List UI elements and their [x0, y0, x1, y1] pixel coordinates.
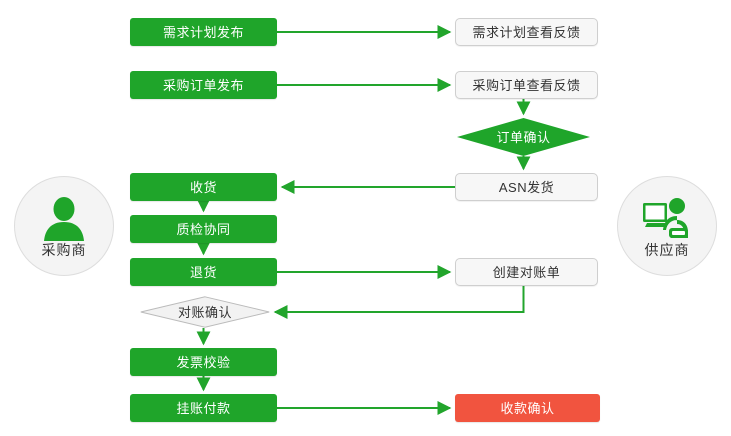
node-receipt-confirm[interactable]: 收款确认 — [455, 394, 600, 422]
node-order-confirm[interactable]: 订单确认 — [457, 118, 590, 156]
actor-buyer-label: 采购商 — [41, 241, 87, 258]
node-invoice-verify[interactable]: 发票校验 — [130, 348, 277, 376]
node-statement-confirm[interactable]: 对账确认 — [140, 296, 270, 328]
node-label: 对账确认 — [177, 304, 232, 320]
node-receive-goods[interactable]: 收货 — [130, 173, 277, 201]
node-label: 订单确认 — [496, 129, 551, 145]
node-payable-payment[interactable]: 挂账付款 — [130, 394, 277, 422]
person-icon — [44, 196, 84, 241]
diamond-shape-green — [457, 118, 590, 156]
node-asn-shipment[interactable]: ASN发货 — [455, 173, 598, 201]
node-label: 收款确认 — [500, 400, 555, 416]
node-label: 需求计划发布 — [162, 24, 244, 40]
node-label: 退货 — [189, 264, 217, 280]
node-label: 创建对账单 — [492, 264, 561, 280]
node-po-publish[interactable]: 采购订单发布 — [130, 71, 277, 99]
actor-supplier[interactable]: 供应商 — [617, 176, 717, 276]
node-quality-collaboration[interactable]: 质检协同 — [130, 215, 277, 243]
node-return-goods[interactable]: 退货 — [130, 258, 277, 286]
node-label: 采购订单发布 — [162, 77, 244, 93]
node-label: 需求计划查看反馈 — [472, 24, 581, 40]
node-label: 挂账付款 — [176, 400, 231, 416]
node-label: 质检协同 — [176, 221, 231, 237]
node-po-feedback[interactable]: 采购订单查看反馈 — [455, 71, 598, 99]
actor-buyer[interactable]: 采购商 — [14, 176, 114, 276]
node-label: 采购订单查看反馈 — [472, 77, 581, 93]
node-demand-plan-publish[interactable]: 需求计划发布 — [130, 18, 277, 46]
actor-supplier-label: 供应商 — [644, 241, 690, 258]
person-at-computer-icon — [643, 197, 688, 238]
node-label: ASN发货 — [498, 179, 555, 195]
node-create-statement[interactable]: 创建对账单 — [455, 258, 598, 286]
edge-statement-check — [273, 286, 525, 319]
node-demand-plan-feedback[interactable]: 需求计划查看反馈 — [455, 18, 598, 46]
node-label: 发票校验 — [176, 354, 231, 370]
diamond-shape-gray — [140, 296, 270, 328]
node-label: 收货 — [189, 179, 217, 195]
